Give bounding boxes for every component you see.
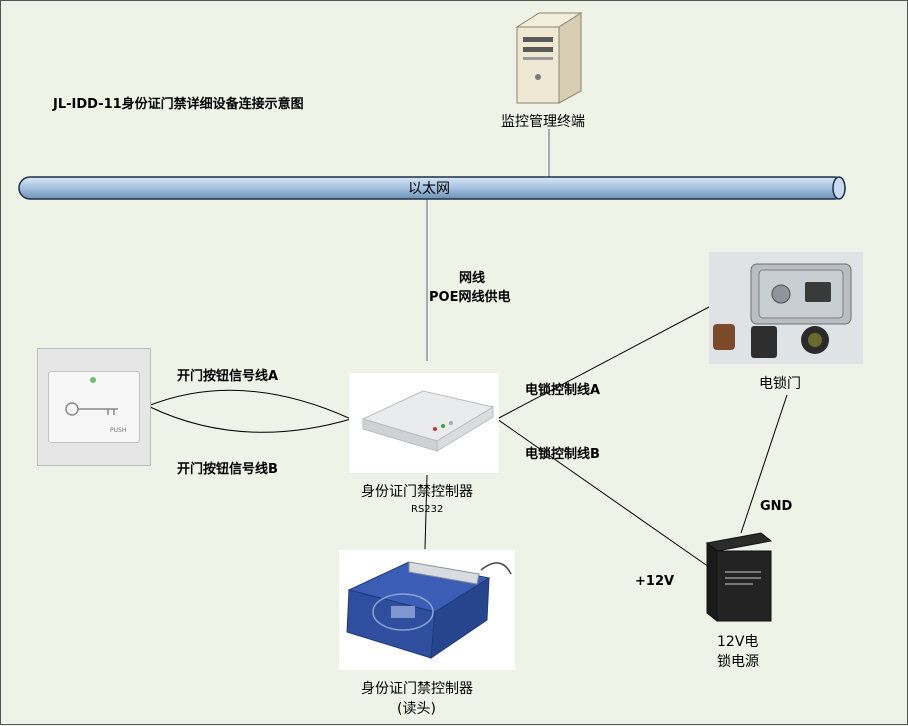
ethernet-bus bbox=[18, 176, 846, 200]
indicator-led-icon bbox=[90, 377, 96, 383]
push-brand-label: PUSH bbox=[110, 427, 127, 434]
rs232-wire bbox=[424, 474, 428, 550]
ethernet-label: 以太网 bbox=[408, 181, 450, 197]
lock-wire-b bbox=[496, 418, 710, 568]
gnd-wire bbox=[740, 394, 788, 534]
power-supply-label-line1: 12V电 bbox=[717, 634, 759, 650]
electric-lock-device bbox=[709, 252, 863, 364]
controller-label: 身份证门禁控制器 bbox=[361, 484, 473, 500]
card-reader-label-line1: 身份证门禁控制器 bbox=[361, 681, 473, 697]
server-label: 监控管理终端 bbox=[501, 114, 585, 130]
gnd-label: GND bbox=[760, 499, 793, 514]
poe-label: POE网线供电 bbox=[429, 290, 511, 305]
electric-lock-label: 电锁门 bbox=[759, 376, 801, 392]
power-supply-label-line2: 锁电源 bbox=[717, 654, 759, 670]
button-wire-a bbox=[147, 389, 352, 420]
button-wire-b-label: 开门按钮信号线B bbox=[177, 462, 278, 477]
lock-wire-a-label: 电锁控制线A bbox=[525, 383, 601, 398]
button-wire-a-label: 开门按钮信号线A bbox=[177, 369, 279, 384]
network-cable-label: 网线 bbox=[459, 271, 486, 286]
power-supply-device bbox=[705, 531, 773, 623]
card-reader-label-line2: (读头) bbox=[397, 701, 436, 717]
diagram-title: JL-IDD-11身份证门禁详细设备连接示意图 bbox=[53, 97, 304, 112]
lock-wire-b-label: 电锁控制线B bbox=[525, 447, 600, 462]
rs232-label: RS232 bbox=[411, 504, 444, 515]
plus12v-label: +12V bbox=[635, 574, 675, 589]
server-tower-icon bbox=[511, 9, 587, 105]
lock-wire-a bbox=[496, 306, 710, 420]
controller-device bbox=[349, 373, 499, 473]
card-reader-device bbox=[339, 550, 515, 670]
key-icon bbox=[65, 402, 118, 416]
exit-button-device: PUSH bbox=[37, 348, 151, 466]
button-wire-b bbox=[147, 405, 352, 433]
